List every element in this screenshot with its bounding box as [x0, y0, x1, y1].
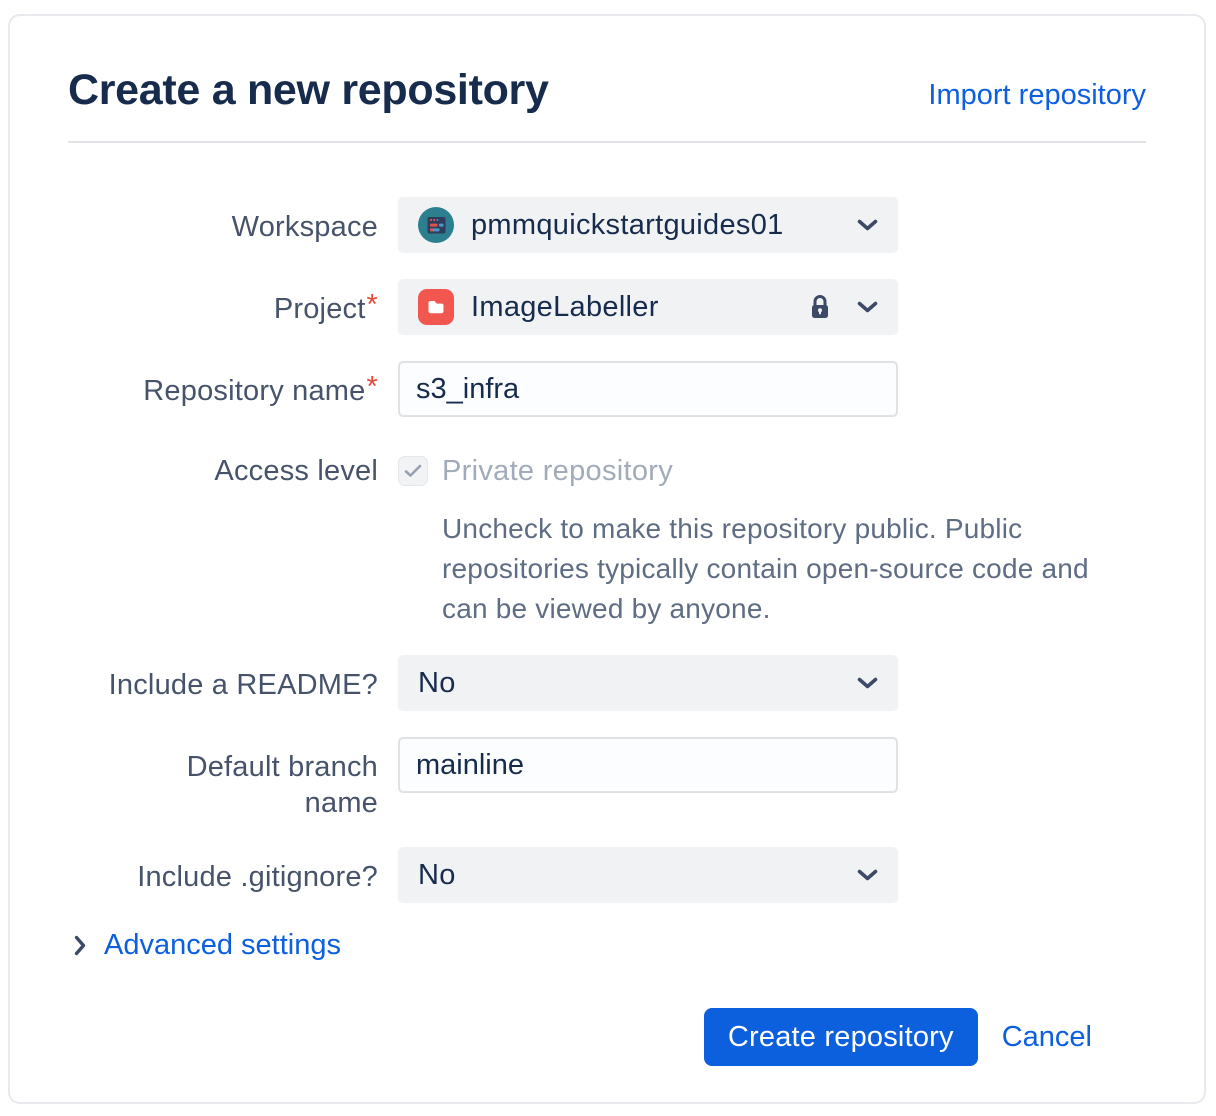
chevron-down-icon [857, 301, 878, 312]
required-asterisk: * [366, 289, 378, 321]
access-level-label: Access level [214, 455, 378, 487]
create-repository-button[interactable]: Create repository [703, 1008, 978, 1066]
private-repository-checkbox[interactable] [398, 456, 428, 486]
advanced-settings-label: Advanced settings [104, 929, 341, 961]
include-readme-value: No [418, 666, 456, 699]
include-gitignore-label: Include .gitignore? [137, 861, 378, 893]
project-select[interactable]: ImageLabeller [398, 279, 898, 335]
page-title: Create a new repository [68, 66, 549, 114]
default-branch-input[interactable] [398, 737, 898, 793]
project-value: ImageLabeller [471, 290, 659, 323]
chevron-down-icon [857, 869, 878, 880]
header-divider [68, 141, 1146, 143]
include-readme-row: Include a README? No [10, 655, 1204, 711]
repository-name-input[interactable] [398, 361, 898, 417]
chevron-right-icon [74, 935, 86, 956]
default-branch-label: Default branch name [186, 751, 378, 819]
required-asterisk: * [366, 371, 378, 403]
repository-name-label: Repository name* [143, 371, 378, 407]
create-repository-dialog: Create a new repository Import repositor… [8, 14, 1206, 1104]
workspace-label: Workspace [231, 211, 378, 243]
include-readme-select[interactable]: No [398, 655, 898, 711]
dialog-header: Create a new repository Import repositor… [68, 66, 1146, 115]
advanced-settings-toggle[interactable]: Advanced settings [74, 929, 341, 962]
project-label: Project* [273, 289, 378, 325]
dialog-actions: Create repository Cancel [10, 1008, 1204, 1066]
check-icon [404, 464, 422, 477]
workspace-value: pmmquickstartguides01 [471, 208, 784, 241]
repository-name-row: Repository name* [10, 361, 1204, 417]
cancel-button[interactable]: Cancel [1001, 1020, 1092, 1053]
include-gitignore-value: No [418, 858, 456, 891]
access-level-row: Access level Private repository [10, 443, 1204, 489]
project-row: Project* ImageLabeller [10, 279, 1204, 335]
include-gitignore-row: Include .gitignore? No [10, 847, 1204, 903]
create-repository-form: Workspace pmmquickstartguides01 [10, 197, 1204, 1066]
private-repository-label: Private repository [442, 454, 674, 487]
chevron-down-icon [857, 677, 878, 688]
workspace-row: Workspace pmmquickstartguides01 [10, 197, 1204, 253]
default-branch-row: Default branch name [10, 737, 1204, 821]
access-level-help-text: Uncheck to make this repository public. … [442, 513, 1089, 624]
chevron-down-icon [857, 219, 878, 230]
workspace-select[interactable]: pmmquickstartguides01 [398, 197, 898, 253]
lock-icon [812, 295, 828, 318]
workspace-avatar [418, 207, 454, 243]
project-folder-icon [418, 289, 454, 325]
include-readme-label: Include a README? [108, 669, 378, 701]
include-gitignore-select[interactable]: No [398, 847, 898, 903]
import-repository-link[interactable]: Import repository [928, 79, 1146, 111]
